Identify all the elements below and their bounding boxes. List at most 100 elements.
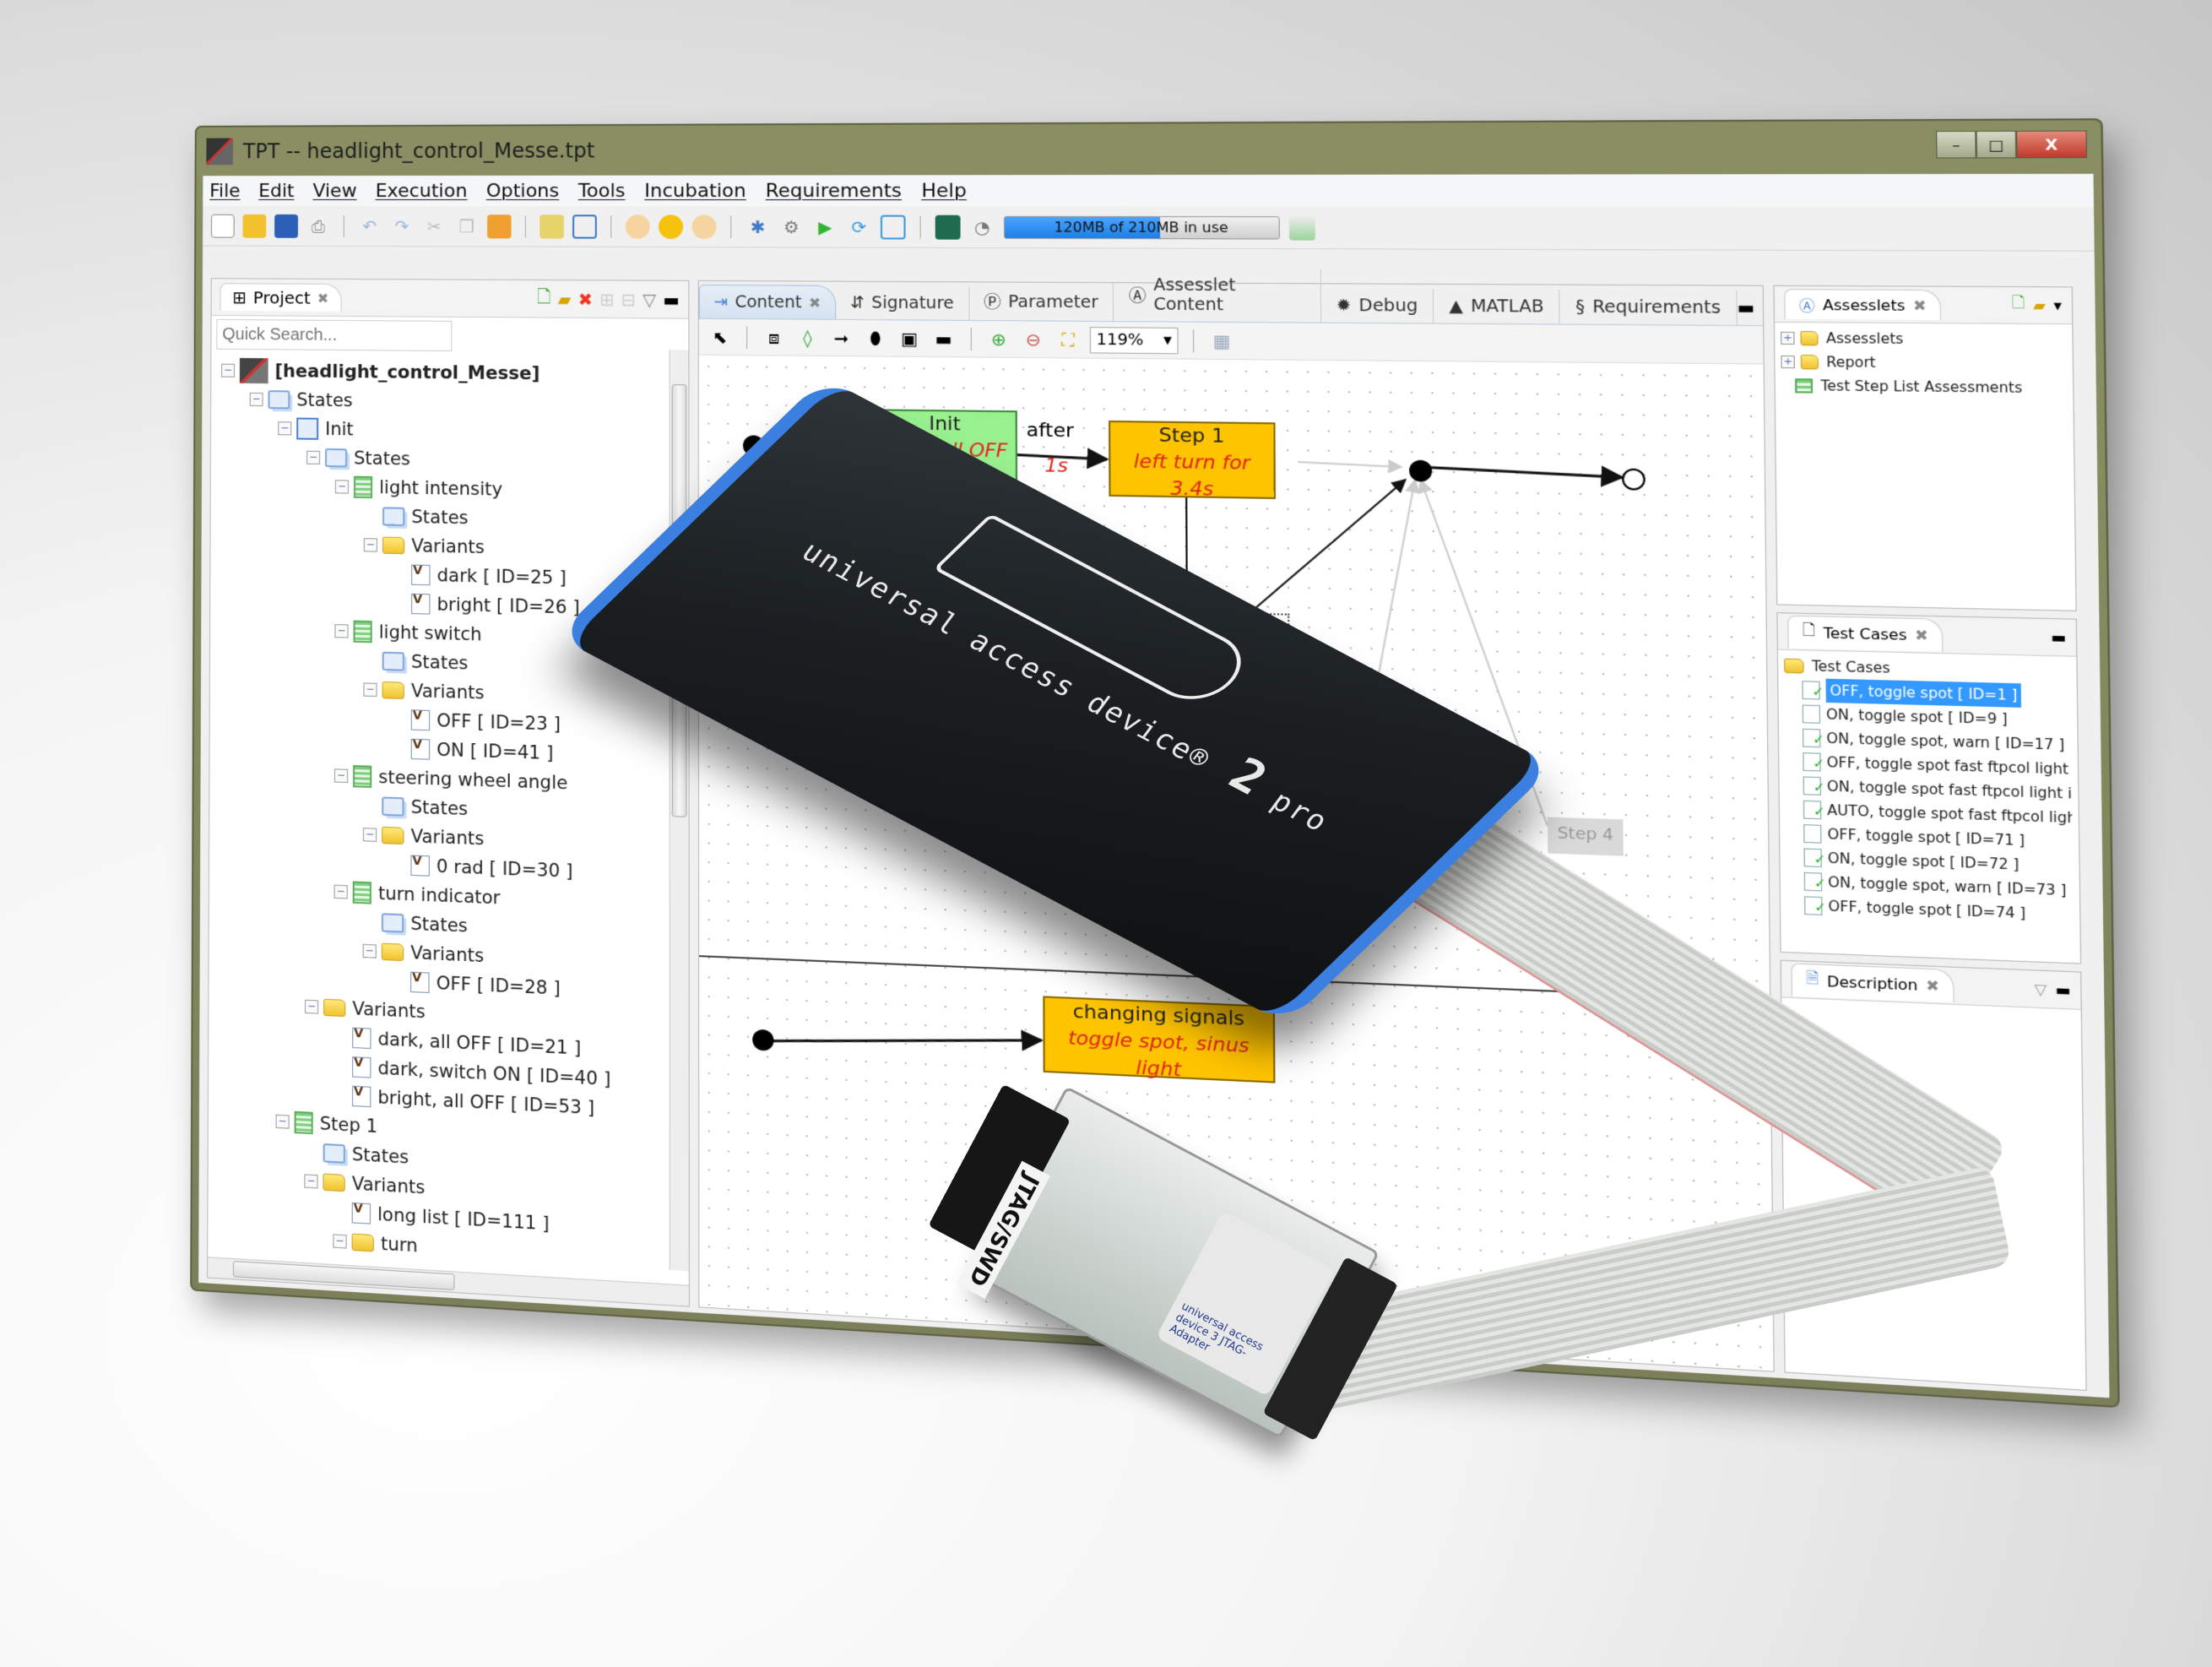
- collapse-toggle-icon[interactable]: −: [221, 363, 236, 377]
- config-icon[interactable]: ✱: [750, 216, 766, 237]
- fit-to-view-icon[interactable]: ⛶: [1061, 329, 1075, 350]
- paste-icon[interactable]: [487, 214, 512, 238]
- collapse-toggle-icon[interactable]: −: [275, 1114, 290, 1129]
- menu-tools[interactable]: Tools: [577, 180, 626, 202]
- window-icon[interactable]: [572, 214, 597, 239]
- diagram-node-changing-signals[interactable]: changing signals toggle spot, sinus ligh…: [1043, 996, 1276, 1083]
- refresh-icon[interactable]: ⟳: [851, 216, 867, 237]
- minimize-button[interactable]: –: [1936, 130, 1976, 159]
- print-icon[interactable]: ⎙: [311, 215, 325, 236]
- gauge-icon[interactable]: ◔: [973, 216, 990, 238]
- tree-item[interactable]: −[headlight_control_Messe]: [214, 356, 688, 390]
- collapse-toggle-icon[interactable]: −: [333, 768, 349, 783]
- maximize-pane-icon[interactable]: ▬: [663, 289, 680, 310]
- menu-options[interactable]: Options: [485, 180, 560, 202]
- menu-view[interactable]: View: [312, 180, 357, 202]
- maximize-pane-icon[interactable]: ▬: [2050, 628, 2067, 647]
- tab-matlab[interactable]: ▲MATLAB: [1434, 289, 1561, 324]
- collapse-toggle-icon[interactable]: −: [333, 1234, 347, 1249]
- maximize-pane-icon[interactable]: ▬: [1737, 297, 1755, 318]
- diagram-node-step4[interactable]: Step 4: [1547, 817, 1624, 856]
- expand-toggle-icon[interactable]: +: [1781, 331, 1795, 345]
- tab-test-cases[interactable]: 🗋 Test Cases ✖: [1787, 615, 1944, 652]
- collapse-toggle-icon[interactable]: −: [362, 943, 377, 958]
- tab-requirements[interactable]: §Requirements: [1559, 289, 1738, 325]
- assesslet-item[interactable]: +Assesslets: [1781, 326, 2066, 352]
- assesslet-item[interactable]: Test Step List Assessments: [1781, 374, 2068, 401]
- select-tool-icon[interactable]: ⬉: [713, 326, 728, 348]
- comment-tool-icon[interactable]: ▣: [901, 328, 919, 350]
- back-icon[interactable]: [659, 214, 684, 239]
- close-icon[interactable]: ✖: [1925, 975, 1940, 995]
- redo-icon[interactable]: ↷: [394, 215, 409, 236]
- menu-help[interactable]: Help: [921, 179, 967, 202]
- cut-icon[interactable]: ✂: [426, 215, 442, 236]
- state-tool-icon[interactable]: ⧈: [767, 327, 780, 348]
- close-icon[interactable]: ✖: [809, 294, 821, 311]
- start-node[interactable]: [752, 1029, 774, 1051]
- tab-description[interactable]: 🗎 Description ✖: [1791, 962, 1955, 1003]
- memory-usage-bar[interactable]: 120MB of 210MB in use: [1003, 215, 1280, 240]
- new-folder-icon[interactable]: ▰: [2032, 296, 2046, 315]
- maximize-button[interactable]: □: [1976, 130, 2017, 159]
- menu-incubation[interactable]: Incubation: [644, 180, 746, 202]
- run-icon[interactable]: ▶: [818, 216, 832, 237]
- zoom-in-icon[interactable]: ⊕: [990, 328, 1007, 350]
- collapse-toggle-icon[interactable]: −: [334, 480, 350, 494]
- close-icon[interactable]: ✖: [317, 290, 329, 307]
- build-icon[interactable]: ⚙: [783, 216, 800, 237]
- collapse-all-icon[interactable]: ⊟: [621, 289, 636, 310]
- close-button[interactable]: X: [2015, 130, 2088, 159]
- collapse-toggle-icon[interactable]: −: [304, 1174, 318, 1189]
- chart-icon[interactable]: [1288, 214, 1315, 241]
- inspect-icon[interactable]: [880, 214, 906, 240]
- collapse-toggle-icon[interactable]: −: [306, 450, 321, 464]
- collapse-toggle-icon[interactable]: −: [249, 392, 263, 407]
- menu-requirements[interactable]: Requirements: [765, 179, 903, 202]
- assesslet-item[interactable]: +Report: [1781, 350, 2066, 376]
- transition-label[interactable]: after: [1026, 419, 1074, 443]
- collapse-toggle-icon[interactable]: −: [363, 538, 377, 552]
- maximize-pane-icon[interactable]: ▬: [2054, 980, 2071, 1000]
- title-bar[interactable]: TPT -- headlight_control_Messe.tpt – □ X: [197, 120, 2102, 176]
- collapse-toggle-icon[interactable]: −: [334, 624, 349, 638]
- save-icon[interactable]: [274, 214, 299, 238]
- report-icon[interactable]: [935, 214, 961, 240]
- line-tool-icon[interactable]: ▬: [935, 328, 952, 350]
- menu-edit[interactable]: Edit: [258, 180, 295, 202]
- close-icon[interactable]: ✖: [1912, 296, 1927, 314]
- new-folder-icon[interactable]: ▰: [557, 288, 572, 310]
- forward-icon[interactable]: [691, 214, 717, 239]
- project-vertical-scrollbar[interactable]: [669, 350, 689, 1272]
- collapse-toggle-icon[interactable]: −: [362, 828, 377, 842]
- copy-icon[interactable]: ❐: [458, 215, 474, 236]
- new-item-icon[interactable]: 🗋: [536, 285, 551, 307]
- menu-execution[interactable]: Execution: [375, 180, 468, 202]
- end-node[interactable]: [1622, 468, 1645, 491]
- zoom-out-icon[interactable]: ⊖: [1025, 329, 1041, 350]
- collapse-toggle-icon[interactable]: −: [305, 999, 319, 1014]
- edit-icon[interactable]: [539, 214, 564, 239]
- junction-tool-icon[interactable]: ◊: [803, 327, 812, 349]
- open-folder-icon[interactable]: [242, 214, 267, 238]
- expand-toggle-icon[interactable]: +: [1781, 355, 1795, 369]
- tab-debug[interactable]: ✹Debug: [1320, 288, 1434, 323]
- collapse-toggle-icon[interactable]: −: [333, 884, 348, 899]
- expand-all-icon[interactable]: ⊞: [599, 288, 615, 310]
- tab-project[interactable]: ⊞ Project ✖: [220, 283, 342, 312]
- diagram-node-step1[interactable]: Step 1 left turn for 3.4s: [1109, 420, 1277, 501]
- view-menu-icon[interactable]: ▽: [2034, 980, 2047, 999]
- menu-file[interactable]: File: [209, 180, 241, 202]
- tab-signature[interactable]: ⇵Signature: [836, 285, 970, 320]
- up-icon[interactable]: [625, 214, 650, 239]
- tab-content[interactable]: ⇥ Content ✖: [698, 284, 837, 319]
- start-tool-icon[interactable]: ⬮: [870, 327, 881, 349]
- close-icon[interactable]: ✖: [1914, 626, 1928, 644]
- collapse-toggle-icon[interactable]: −: [363, 682, 377, 698]
- grid-icon[interactable]: ▦: [1212, 329, 1231, 352]
- transition-tool-icon[interactable]: ➞: [833, 327, 849, 349]
- view-menu-icon[interactable]: ▾: [2053, 296, 2063, 315]
- collapse-toggle-icon[interactable]: −: [278, 421, 292, 436]
